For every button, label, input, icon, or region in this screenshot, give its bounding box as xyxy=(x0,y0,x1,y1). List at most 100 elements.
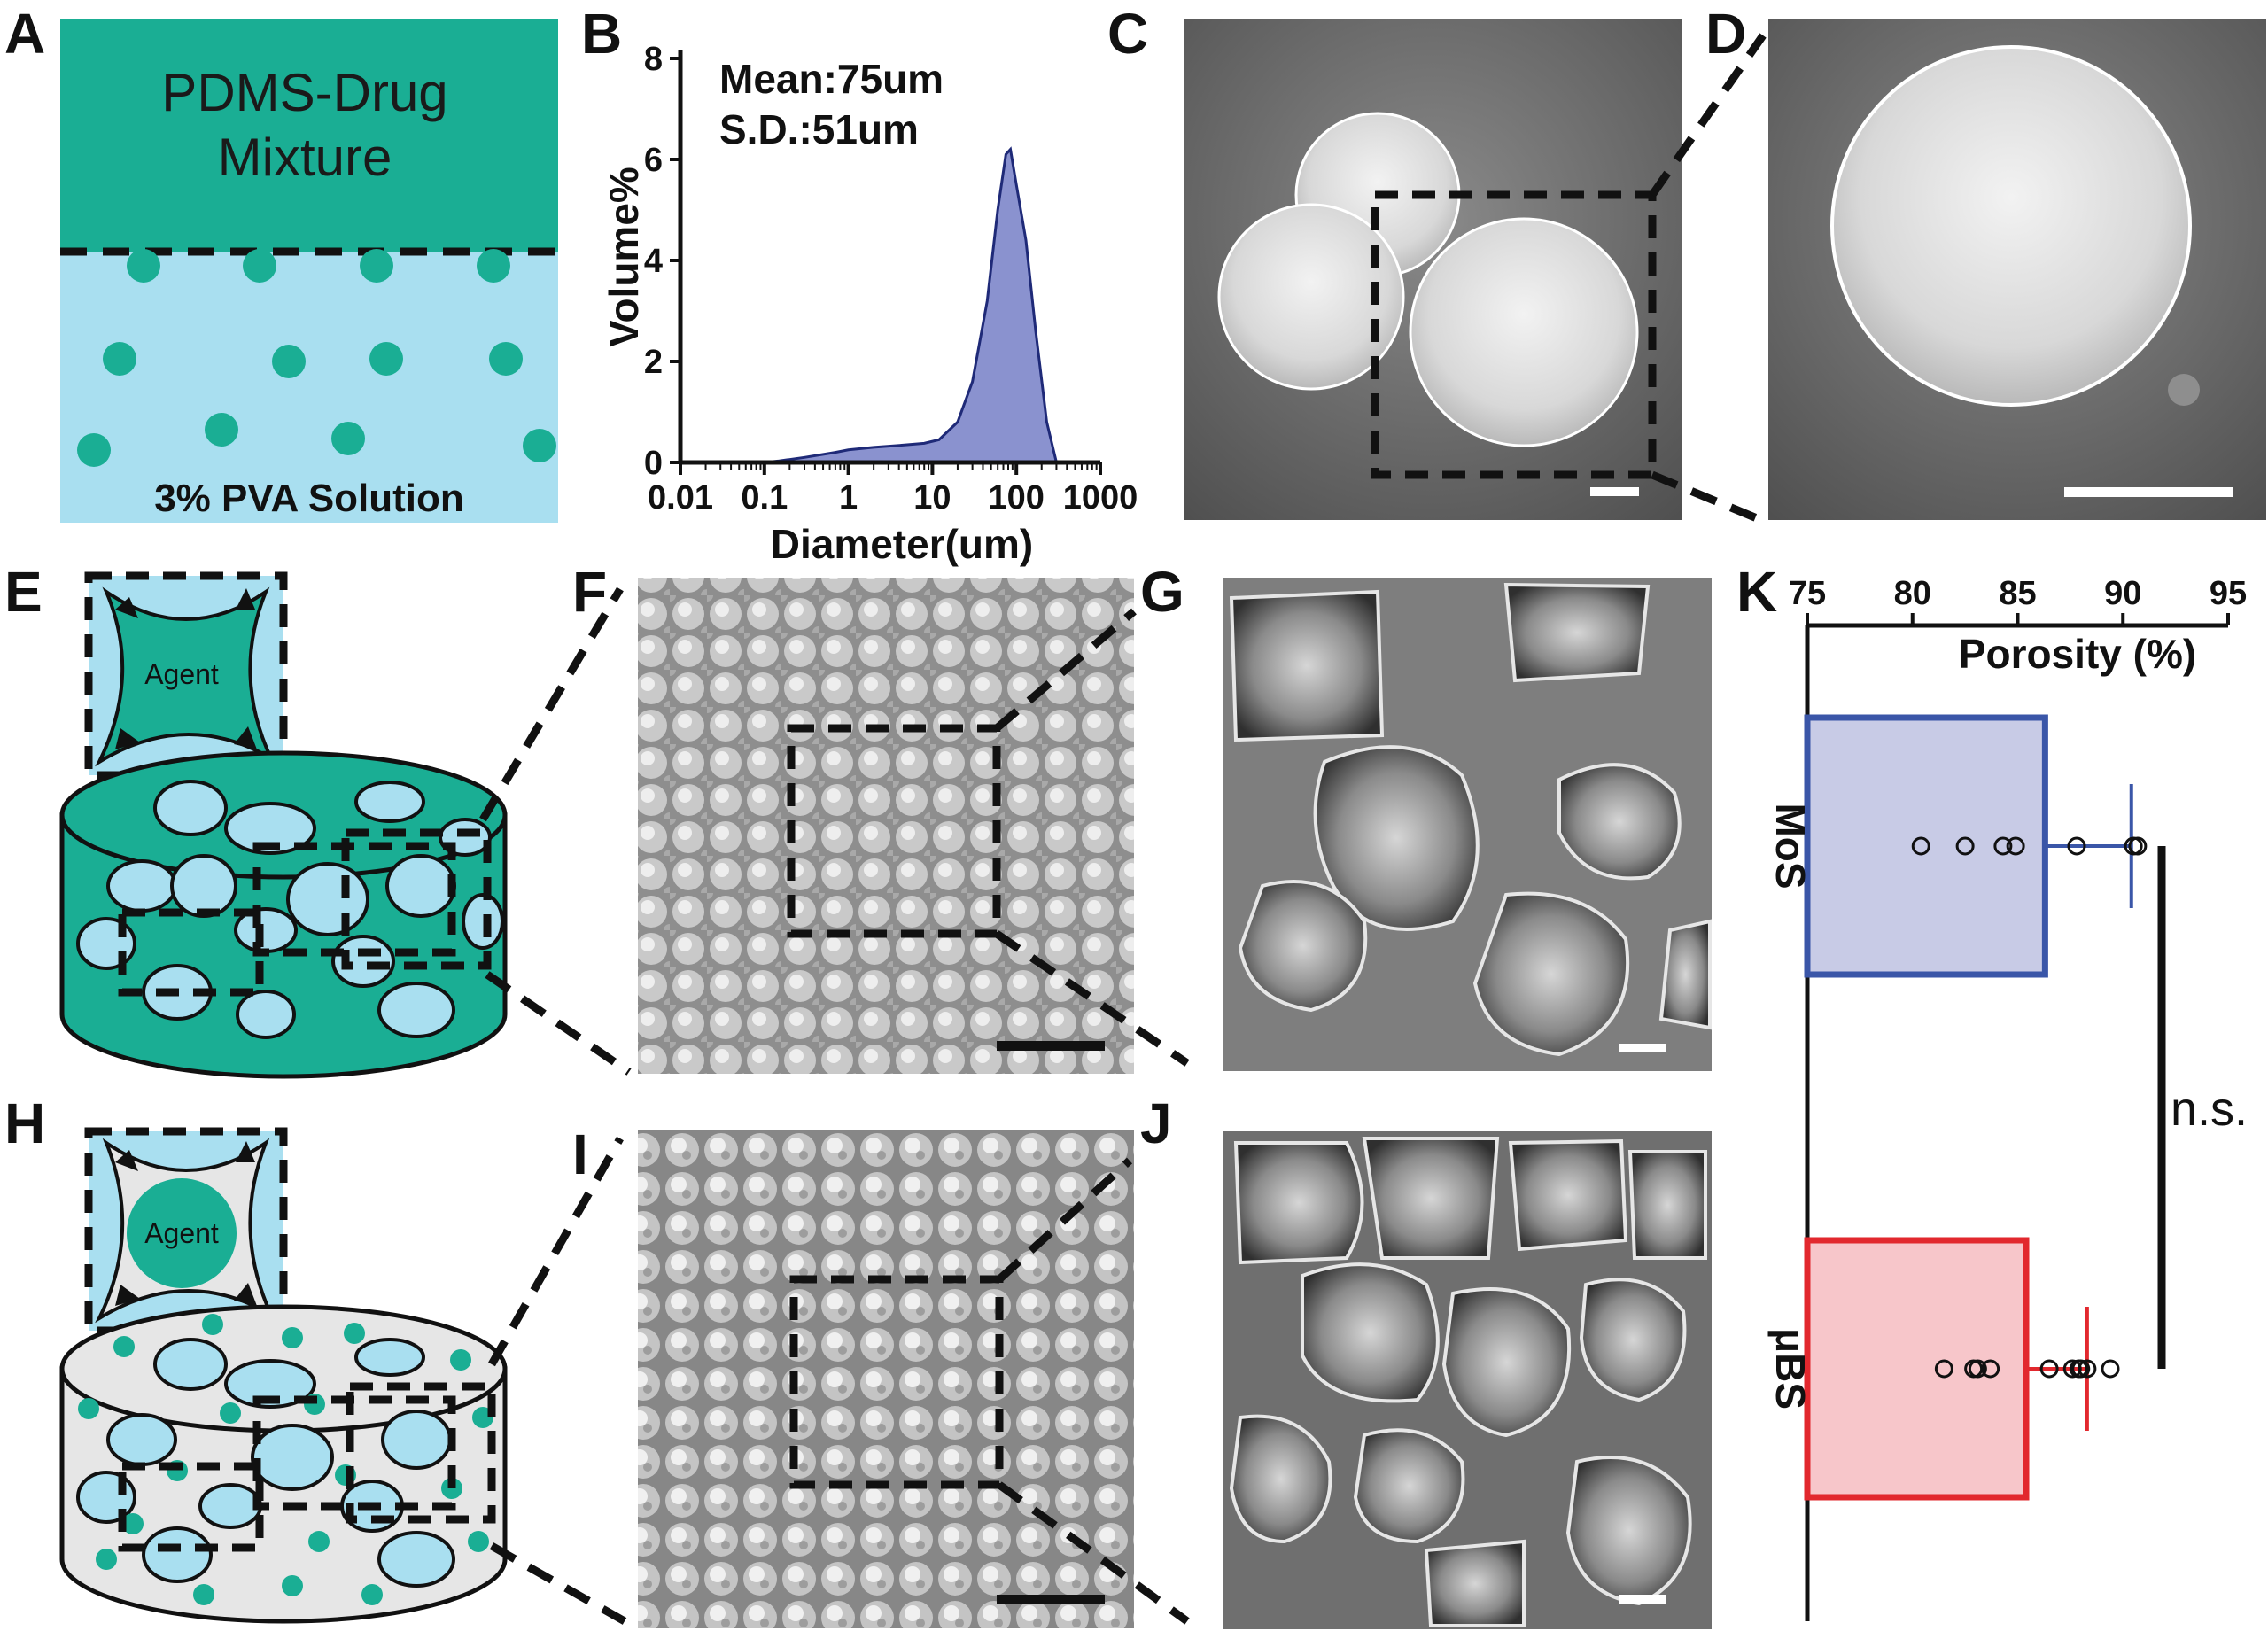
zoom-line xyxy=(997,1481,1190,1625)
data-point xyxy=(2071,1359,2091,1379)
category-label: μBS xyxy=(1767,1328,1814,1410)
stats-mean: Mean:75um xyxy=(719,56,944,102)
x-tick-label: 80 xyxy=(1894,575,1931,612)
zoom-line xyxy=(994,930,1190,1067)
data-point xyxy=(1955,836,1975,856)
panel-d: D xyxy=(1705,2,2266,520)
y-tick-label: 4 xyxy=(644,243,663,280)
panel-f: F xyxy=(572,560,1134,1074)
scale-bar xyxy=(997,1041,1105,1051)
pore-inset-h: Agent xyxy=(84,1127,288,1335)
zoom-box-c xyxy=(1371,190,1657,479)
data-point xyxy=(2078,1359,2097,1379)
y-tick-label: 6 xyxy=(644,142,663,179)
panel-j: J xyxy=(1140,1091,1712,1629)
panel-a: A PDMS-Drug Mixture 3% PVA Solution xyxy=(4,2,558,523)
data-point xyxy=(2128,836,2148,856)
y-tick-label: 2 xyxy=(644,344,663,381)
stats-sd: S.D.:51um xyxy=(719,106,919,152)
zoom-line xyxy=(488,1136,624,1367)
data-point xyxy=(2006,836,2025,856)
panel-g: G xyxy=(1140,560,1712,1071)
data-point xyxy=(1993,836,2013,856)
microsphere xyxy=(1409,217,1639,447)
zoom-line xyxy=(489,1542,627,1625)
microsphere xyxy=(1830,45,2192,407)
panel-i: I xyxy=(572,1122,1134,1628)
pdms-drug-layer xyxy=(60,19,558,252)
pdms-label-line1: PDMS-Drug xyxy=(161,63,447,122)
zoom-line xyxy=(994,608,1137,732)
data-point xyxy=(2039,1359,2059,1379)
x-tick-label: 100 xyxy=(988,479,1044,516)
pores xyxy=(1229,582,1712,1057)
pva-solution-layer xyxy=(60,252,558,523)
hist-ylabel: Volume% xyxy=(601,167,647,347)
x-tick-label: 90 xyxy=(2104,575,2141,612)
micrograph-f xyxy=(638,578,1134,1074)
panel-label-i: I xyxy=(572,1122,588,1186)
panel-label-f: F xyxy=(572,560,607,624)
bar-ubs xyxy=(1804,1237,2030,1501)
x-tick-label: 10 xyxy=(913,479,951,516)
panel-label-e: E xyxy=(4,560,43,624)
bar-mos xyxy=(1804,714,2048,978)
y-tick-label: 0 xyxy=(644,445,663,482)
zoom-line xyxy=(1649,33,1767,198)
panel-label-b: B xyxy=(581,2,622,66)
data-point xyxy=(1968,1359,1987,1379)
panel-label-c: C xyxy=(1107,2,1148,66)
x-tick-label: 95 xyxy=(2210,575,2247,612)
data-point xyxy=(2067,836,2086,856)
category-label: MoS xyxy=(1767,803,1814,889)
distribution-area xyxy=(764,146,1059,464)
zoom-box-f xyxy=(787,724,1001,938)
agent-label: Agent xyxy=(144,658,219,690)
zoom-line xyxy=(479,586,624,822)
zoom-box-i xyxy=(789,1275,1004,1489)
panel-label-h: H xyxy=(4,1091,45,1155)
hist-xlabel: Diameter(um) xyxy=(771,521,1034,567)
pdms-label-line2: Mixture xyxy=(218,128,392,187)
porosity-xlabel: Porosity (%) xyxy=(1959,631,2196,677)
zoom-line xyxy=(485,971,632,1076)
agent-label: Agent xyxy=(144,1217,219,1249)
zoom-line xyxy=(996,1157,1133,1283)
pores xyxy=(1229,1137,1707,1627)
panel-h: H Agent xyxy=(4,1091,508,1624)
porous-cylinder-e xyxy=(59,750,508,1079)
panel-e: E Agent xyxy=(4,560,508,1079)
micrograph-i xyxy=(638,1130,1134,1628)
panel-label-a: A xyxy=(4,2,45,66)
pore-inset-e: Agent xyxy=(84,571,288,780)
scale-bar xyxy=(1590,487,1639,496)
data-point xyxy=(2101,1359,2120,1379)
data-point xyxy=(1934,1359,1953,1379)
data-point xyxy=(1981,1359,2000,1379)
x-tick-label: 1000 xyxy=(1063,479,1138,516)
microsphere xyxy=(1217,203,1405,391)
droplets xyxy=(77,249,556,467)
panel-c: C xyxy=(1107,2,1682,520)
x-tick-label: 0.1 xyxy=(741,479,788,516)
scale-bar xyxy=(997,1595,1105,1604)
scale-bar xyxy=(1619,1044,1666,1052)
scale-bar xyxy=(2064,487,2233,497)
x-tick-label: 0.01 xyxy=(648,479,713,516)
data-point xyxy=(1911,836,1930,856)
panel-label-k: K xyxy=(1736,560,1777,624)
panel-label-g: G xyxy=(1140,560,1184,624)
panel-label-j: J xyxy=(1140,1091,1172,1155)
x-tick-label: 85 xyxy=(1999,575,2036,612)
x-tick-label: 75 xyxy=(1789,575,1826,612)
particle xyxy=(2168,374,2200,406)
significance-label: n.s. xyxy=(2171,1083,2248,1136)
pva-label: 3% PVA Solution xyxy=(154,477,464,520)
porous-cylinder-h xyxy=(59,1304,508,1624)
zoom-line xyxy=(1651,470,1769,527)
